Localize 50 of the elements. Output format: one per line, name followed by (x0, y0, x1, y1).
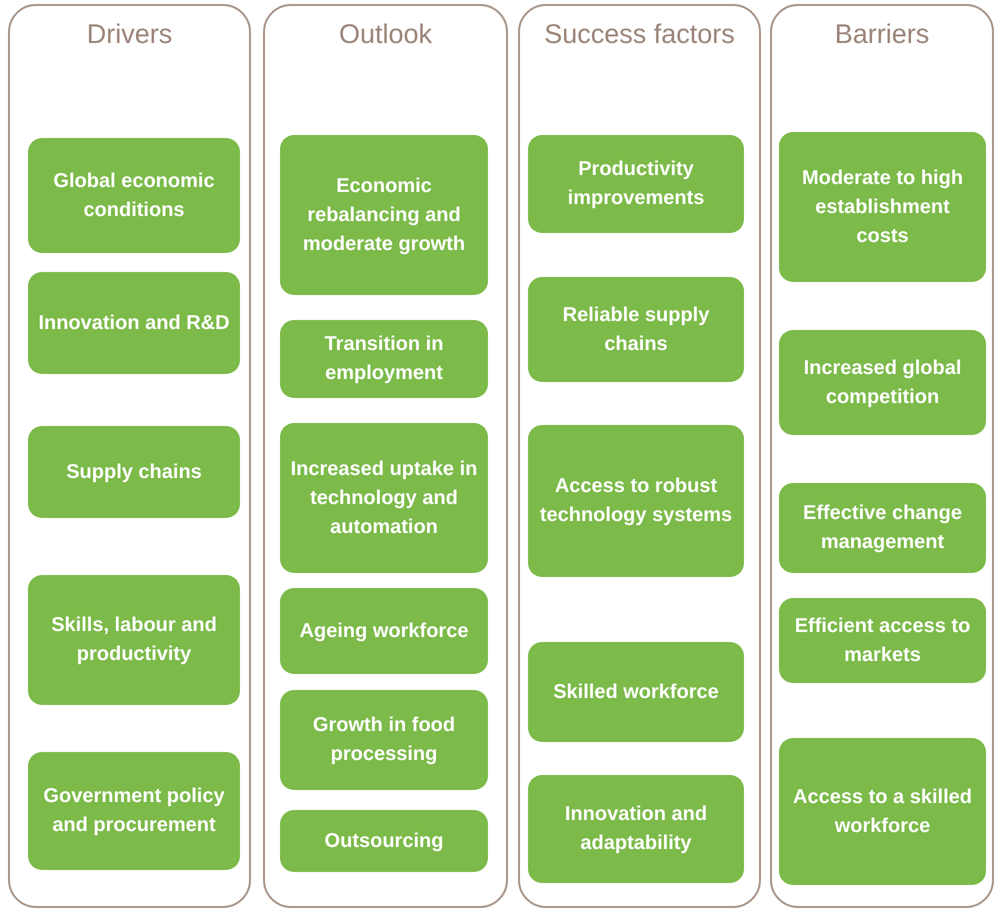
column-panel (518, 4, 761, 908)
factor-text: Productivity improvements (566, 157, 706, 211)
factor-box (528, 135, 744, 233)
factor-text: Innovation and adaptability (564, 802, 708, 856)
factor-box (28, 426, 240, 518)
factor-box (528, 277, 744, 382)
factor-text: Access to robust technology systems (538, 474, 734, 528)
factor-text: Access to a skilled workforce (792, 784, 973, 838)
factor-text: Global economic conditions (52, 168, 216, 222)
column-panel (263, 4, 508, 908)
factor-text: Supply chains (66, 460, 202, 484)
factor-box (280, 423, 488, 573)
factor-text: Moderate to high establishment costs (800, 166, 964, 248)
factor-box (779, 330, 986, 435)
factor-box (528, 425, 744, 577)
factor-box (280, 320, 488, 398)
column-heading: Success factors (543, 18, 736, 51)
factor-box (779, 738, 986, 885)
factor-box (28, 272, 240, 374)
factor-box (280, 588, 488, 674)
factor-box (280, 810, 488, 872)
factor-box (28, 752, 240, 870)
factor-text: Outsourcing (324, 828, 444, 854)
factor-box (779, 132, 986, 282)
column-heading: Outlook (338, 18, 434, 51)
column-heading: Drivers (86, 18, 174, 51)
factor-box (779, 483, 986, 573)
factor-box (28, 575, 240, 705)
factor-text: Transition in employment (324, 332, 444, 386)
factor-text: Ageing workforce (300, 618, 468, 644)
factor-text: Effective change management (802, 501, 963, 555)
factor-box (280, 135, 488, 295)
factor-text: Reliable supply chains (562, 302, 710, 356)
factor-box (28, 138, 240, 253)
factor-box (528, 642, 744, 742)
factor-text: Economic rebalancing and moderate growth (302, 174, 466, 256)
factor-text: Government policy and procurement (42, 784, 226, 838)
column-panel (770, 4, 994, 908)
factor-box (779, 598, 986, 683)
column-panel (8, 4, 251, 908)
factor-box (528, 775, 744, 883)
factor-text: Increased global competition (802, 356, 962, 410)
factor-text: Efficient access to markets (794, 614, 972, 668)
factor-text: Increased uptake in technology and automation (290, 456, 478, 540)
factor-text: Skills, labour and productivity (50, 613, 218, 667)
factor-text: Growth in food processing (312, 713, 456, 767)
factor-text: Innovation and R&D (38, 310, 230, 336)
factor-text: Skilled workforce (553, 680, 719, 704)
factor-box (280, 690, 488, 790)
column-heading: Barriers (834, 18, 930, 51)
